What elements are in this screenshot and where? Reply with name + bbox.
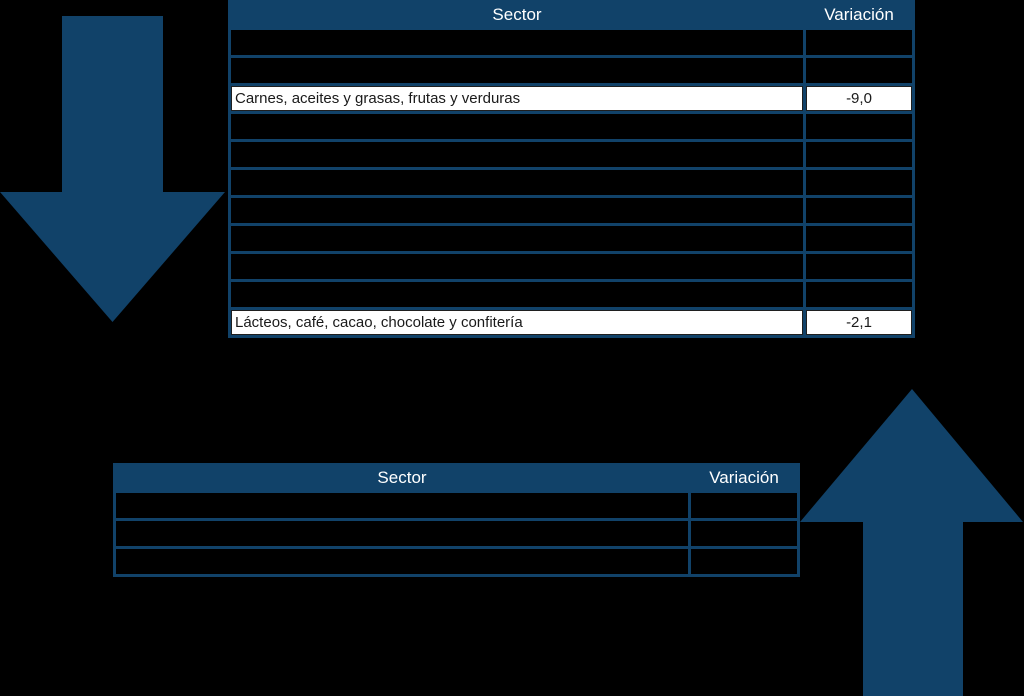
sector-cell [113,546,691,577]
variacion-cell [688,518,800,549]
decreasing-sectors-table: Sector Variación Carnes, aceites y grasa… [228,0,915,338]
sector-cell [228,223,806,254]
variacion-cell [803,111,915,142]
table-header-row: Sector Variación [113,463,800,493]
table-header-row: Sector Variación [228,0,915,30]
sector-column-header: Sector [113,463,691,493]
sector-cell: Carnes, aceites y grasas, frutas y verdu… [228,83,806,114]
table-row [228,167,915,198]
variacion-cell [803,195,915,226]
variacion-column-header: Variación [688,463,800,493]
sector-cell [228,27,806,58]
sector-cell: Lácteos, café, cacao, chocolate y confit… [228,307,806,338]
table-row [228,27,915,58]
table-row [228,139,915,170]
table-row [228,195,915,226]
down-arrow-icon [0,16,225,322]
sector-cell [228,55,806,86]
table-row [113,546,800,577]
sector-cell [228,111,806,142]
table-row [228,279,915,310]
table-row [113,490,800,521]
variacion-cell [803,251,915,282]
variacion-cell [803,223,915,254]
table-row: Lácteos, café, cacao, chocolate y confit… [228,307,915,338]
variacion-cell [803,167,915,198]
table-row [113,518,800,549]
increasing-sectors-table: Sector Variación [113,463,800,577]
table-row [228,251,915,282]
sector-cell [228,195,806,226]
variacion-column-header: Variación [803,0,915,30]
sector-column-header: Sector [228,0,806,30]
up-arrow-icon [800,389,1023,696]
sector-cell [113,518,691,549]
variacion-cell: -9,0 [803,83,915,114]
variacion-cell [688,546,800,577]
sector-cell [228,279,806,310]
sector-cell [228,139,806,170]
variacion-cell [803,279,915,310]
sector-cell [228,251,806,282]
sector-cell [113,490,691,521]
sector-cell [228,167,806,198]
variacion-cell [803,139,915,170]
table-row: Carnes, aceites y grasas, frutas y verdu… [228,83,915,114]
variacion-cell [803,55,915,86]
table-row [228,223,915,254]
variacion-cell [688,490,800,521]
table-row [228,55,915,86]
variacion-cell: -2,1 [803,307,915,338]
table-row [228,111,915,142]
variacion-cell [803,27,915,58]
